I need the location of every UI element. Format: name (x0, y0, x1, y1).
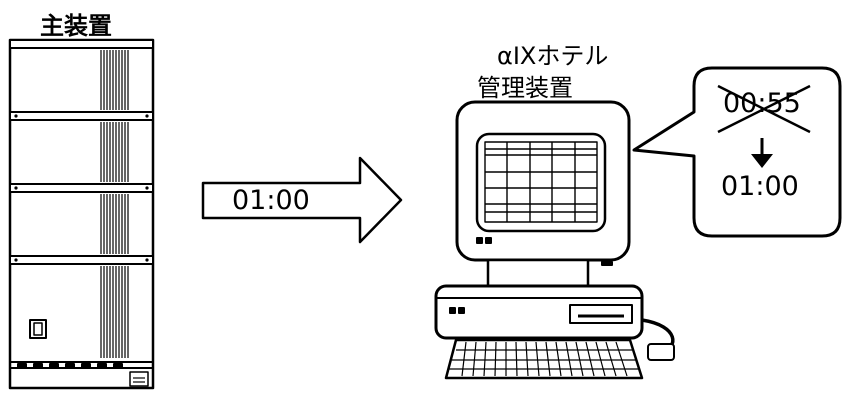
vent-grilles (100, 50, 129, 358)
management-system-label-line2: 管理装置 (477, 74, 573, 102)
management-system-label-line1: αIXホテル (497, 42, 609, 70)
main-unit-cabinet (8, 38, 155, 390)
change-arrow-icon (751, 138, 773, 168)
power-switch-icon (29, 319, 47, 339)
transfer-arrow (201, 156, 403, 244)
new-time-label: 01:00 (721, 171, 799, 202)
old-time-label: 00:55 (723, 88, 801, 119)
cabinet-base (10, 361, 153, 387)
strike-through (717, 84, 811, 134)
screen-grid (484, 141, 598, 223)
monitor-stand (486, 258, 590, 288)
mouse-icon (647, 343, 675, 361)
disk-drive (569, 304, 633, 324)
speech-bubble (632, 66, 842, 238)
shelf-rails (9, 111, 154, 265)
keyboard-keys (449, 341, 639, 377)
main-unit-label: 主装置 (40, 12, 112, 40)
monitor (455, 100, 631, 262)
management-computer (434, 100, 675, 380)
transfer-time-label: 01:00 (232, 185, 310, 216)
base-unit (434, 284, 644, 340)
screen (475, 132, 607, 233)
